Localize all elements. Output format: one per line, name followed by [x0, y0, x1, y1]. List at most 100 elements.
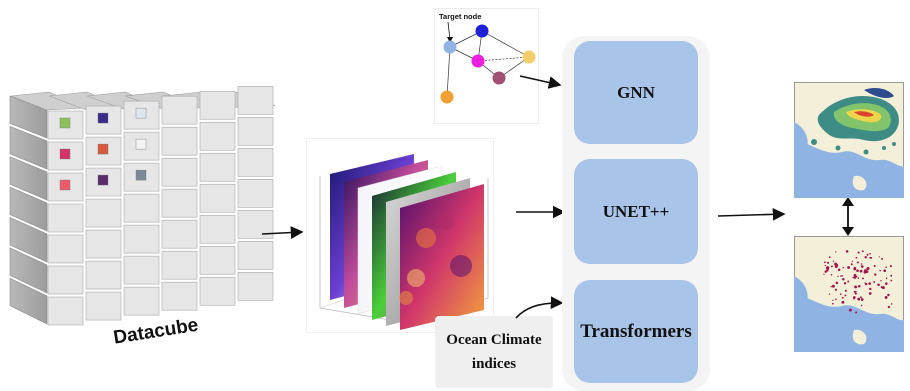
observed-point [885, 277, 888, 280]
observed-point [837, 268, 841, 271]
observed-point [835, 281, 839, 285]
observed-point [857, 297, 861, 301]
cube-thumbnail [135, 169, 147, 181]
cube-cell [161, 219, 198, 249]
observed-point [889, 265, 892, 268]
observed-point [847, 266, 851, 269]
model-transformers: Transformers [574, 280, 698, 383]
observed-point [826, 261, 830, 264]
cube-cell [199, 276, 236, 306]
graph-node-plum [492, 71, 506, 85]
graph-node-target [443, 40, 457, 54]
observed-point [868, 292, 872, 295]
cube-side-cell [9, 125, 48, 170]
cube-cell [161, 188, 198, 218]
observed-point [862, 277, 864, 280]
observed-point [835, 251, 837, 253]
observed-point [850, 263, 853, 266]
observed-point [865, 270, 869, 273]
cube-thumbnail [59, 117, 71, 129]
observed-point [824, 264, 826, 267]
cube-cell [161, 126, 198, 156]
slice-6 [400, 184, 484, 330]
observed-point [855, 291, 857, 293]
observed-point [828, 256, 831, 259]
observed-point [878, 256, 880, 258]
observed-point [880, 280, 882, 282]
observed-point [873, 281, 876, 283]
ocean-indices-line1: Ocean Climate [446, 332, 542, 348]
observed-point [864, 255, 867, 259]
observed-point [841, 300, 845, 304]
observed-point [890, 274, 893, 277]
observed-point [857, 251, 860, 254]
observed-point [866, 254, 869, 256]
observed-point [830, 274, 833, 276]
observed-point [860, 304, 863, 307]
observed-point [835, 298, 837, 301]
observed-point [885, 266, 888, 269]
observed-point [860, 296, 862, 299]
cube-cell [237, 241, 274, 270]
observed-point [853, 273, 857, 277]
observed-point [851, 260, 853, 262]
observed-point [869, 287, 872, 291]
observed-point [848, 308, 852, 312]
observed-point [853, 290, 856, 293]
cube-cell [237, 271, 274, 301]
observed-point [826, 266, 830, 270]
observed-point [873, 264, 876, 268]
model-gnn: GNN [574, 41, 698, 144]
observed-point [879, 269, 881, 272]
cube-cell [237, 86, 274, 115]
cube-cell [123, 286, 160, 316]
cube-cell [47, 110, 84, 140]
cube-cell [199, 214, 236, 244]
observed-point [842, 278, 845, 281]
observed-point [887, 305, 891, 309]
observed-map [794, 236, 904, 352]
observed-point [853, 276, 857, 279]
observed-point [843, 282, 847, 285]
observed-point [834, 262, 838, 266]
observed-point [844, 294, 847, 297]
observed-point [861, 265, 864, 268]
cube-thumbnail [97, 143, 109, 155]
observed-point [830, 265, 833, 268]
observed-point [868, 282, 871, 285]
observed-point [834, 288, 838, 291]
cube-cell [85, 198, 122, 228]
ocean-indices-line2: indices [471, 356, 517, 372]
cube-thumbnail [135, 107, 147, 119]
cube-cell [85, 260, 122, 290]
observed-point [874, 273, 877, 276]
observed-point [841, 296, 844, 299]
cube-cell [47, 234, 84, 264]
observed-point [852, 296, 856, 299]
cube-cell [123, 193, 160, 223]
cube-thumbnail [97, 174, 109, 186]
cube-cell [47, 203, 84, 233]
cube-side-cell [9, 156, 48, 201]
observed-point [853, 266, 856, 269]
cube-cell [161, 95, 198, 125]
observed-point [824, 261, 826, 264]
observed-point [831, 284, 835, 288]
observed-point [855, 311, 858, 314]
cube-cell [161, 281, 198, 311]
observed-point [864, 282, 866, 284]
observed-point [877, 283, 880, 286]
cube-side-cell [9, 217, 48, 263]
observed-point [830, 286, 832, 288]
cube-cell [237, 148, 274, 177]
cube-cell [123, 224, 160, 254]
observed-point [860, 263, 863, 265]
cube-cell [123, 255, 160, 285]
cube-cell [85, 229, 122, 259]
graph-node-magenta [471, 54, 485, 68]
